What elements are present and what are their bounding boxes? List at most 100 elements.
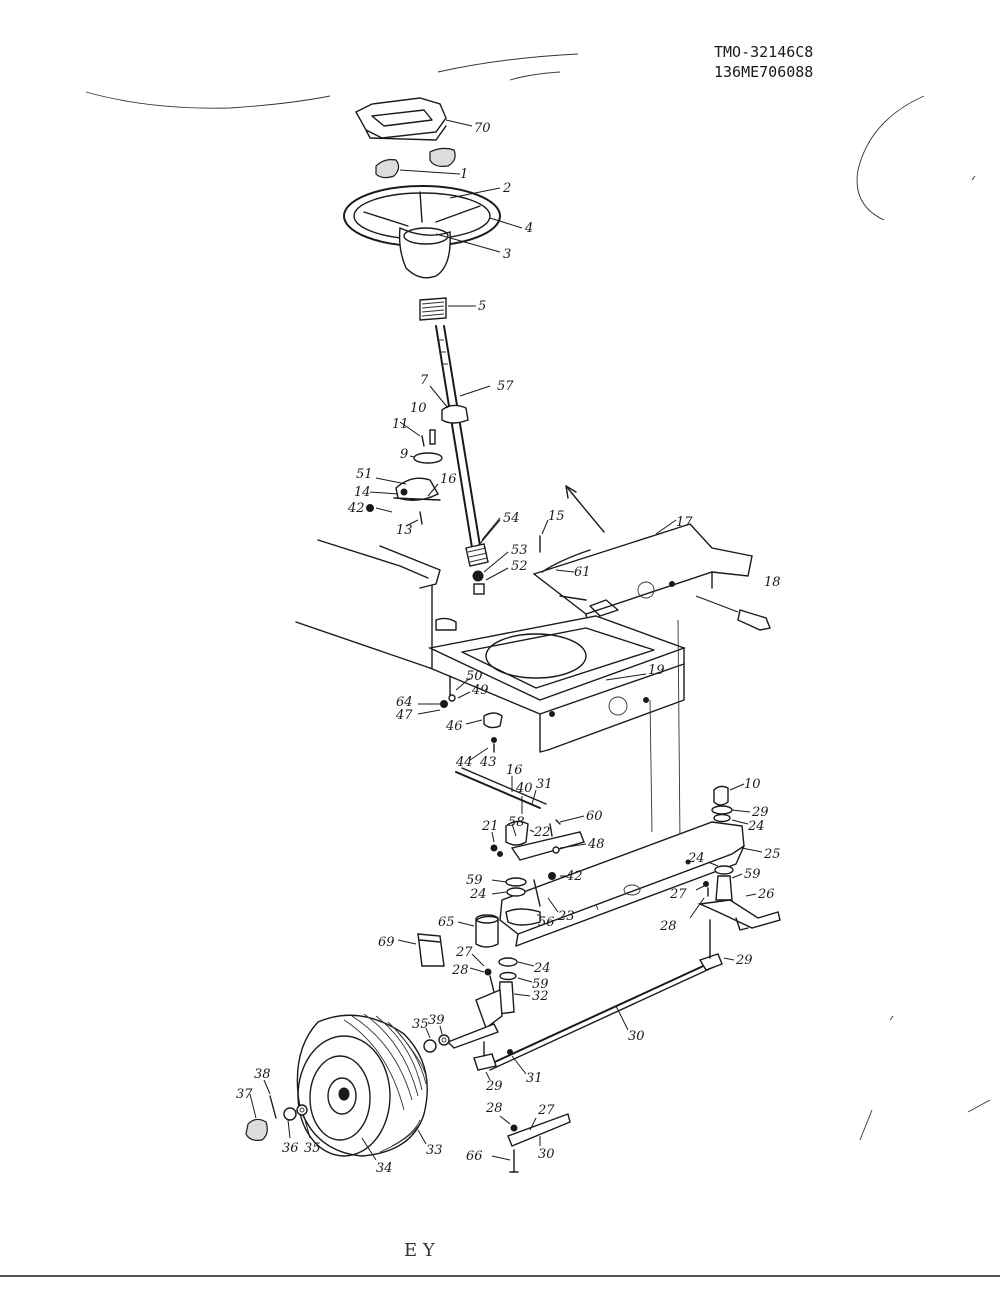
callout-58: 58 bbox=[508, 815, 525, 830]
callout-51: 51 bbox=[356, 467, 373, 482]
callout-36: 36 bbox=[282, 1141, 299, 1156]
callout-30-bottom: 30 bbox=[538, 1147, 555, 1162]
callout-16-mid: 16 bbox=[506, 763, 523, 778]
callout-44: 44 bbox=[455, 755, 473, 770]
model-number-line-1: TMO-32146C8 bbox=[714, 43, 813, 61]
callout-56: 56 bbox=[538, 915, 555, 930]
part-15-bolt bbox=[539, 519, 549, 553]
part-37-hub-cap bbox=[245, 1079, 311, 1141]
callout-54: 54 bbox=[503, 511, 520, 526]
callout-29-top-right: 29 bbox=[751, 805, 769, 820]
callout-40: 40 bbox=[515, 781, 533, 796]
callout-31-bottom: 31 bbox=[526, 1071, 543, 1086]
callout-29-left: 29 bbox=[485, 1079, 503, 1094]
callout-33: 33 bbox=[426, 1143, 443, 1158]
callout-22: 22 bbox=[533, 825, 551, 840]
callout-27-left: 27 bbox=[455, 945, 473, 960]
part-left-pivot-stack bbox=[491, 872, 566, 926]
callout-35-upper: 35 bbox=[412, 1017, 429, 1032]
footer-mark: E Y bbox=[404, 1240, 436, 1261]
callout-49: 49 bbox=[471, 683, 489, 698]
callout-24-lower: 24 bbox=[533, 961, 551, 976]
callout-24-top-right: 24 bbox=[747, 819, 765, 834]
callout-32: 32 bbox=[532, 989, 549, 1004]
callout-59-lower: 59 bbox=[532, 977, 549, 992]
callout-26: 26 bbox=[757, 887, 775, 902]
callout-64: 64 bbox=[396, 695, 413, 710]
scan-artifacts bbox=[0, 53, 1000, 1277]
part-33-front-tire bbox=[296, 1013, 428, 1161]
callout-16-top: 16 bbox=[440, 472, 457, 487]
part-65-bushing bbox=[457, 914, 499, 948]
part-66-tie-rod-end bbox=[491, 1113, 571, 1173]
callout-57: 57 bbox=[497, 379, 514, 394]
callout-42-mid: 42 bbox=[565, 869, 583, 884]
callout-29-right: 29 bbox=[735, 953, 753, 968]
part-30-tie-rod bbox=[473, 919, 735, 1081]
part-47-49-50-64-fasteners bbox=[417, 675, 471, 715]
model-number-line-2: 136ME706088 bbox=[714, 63, 813, 81]
callout-18: 18 bbox=[764, 575, 781, 590]
callout-66: 66 bbox=[466, 1149, 483, 1164]
callout-52: 52 bbox=[511, 559, 528, 574]
part-9-10-11-fasteners bbox=[399, 421, 443, 464]
callout-23: 23 bbox=[557, 909, 575, 924]
callout-19: 19 bbox=[648, 663, 665, 678]
part-5-bushing bbox=[419, 297, 476, 321]
callout-70: 70 bbox=[474, 121, 491, 136]
callout-60: 60 bbox=[586, 809, 603, 824]
callout-37: 37 bbox=[236, 1087, 253, 1102]
part-69-clip bbox=[397, 933, 445, 967]
part-26-right-spindle bbox=[689, 861, 781, 931]
callout-14: 14 bbox=[354, 485, 371, 500]
part-19-main-frame bbox=[295, 539, 687, 843]
callout-10-right: 10 bbox=[744, 777, 761, 792]
callout-48: 48 bbox=[587, 837, 605, 852]
callout-46: 46 bbox=[445, 719, 463, 734]
callout-43: 43 bbox=[479, 755, 497, 770]
callout-15: 15 bbox=[548, 509, 565, 524]
callout-28-left: 28 bbox=[451, 963, 469, 978]
callout-9: 9 bbox=[400, 447, 408, 462]
part-4-steering-wheel bbox=[343, 185, 523, 279]
part-43-44-46-bushing bbox=[465, 712, 503, 761]
arrow-indicator bbox=[565, 485, 605, 533]
callout-1: 1 bbox=[460, 167, 468, 182]
callout-10-top: 10 bbox=[410, 401, 427, 416]
callout-13: 13 bbox=[396, 523, 413, 538]
callout-4: 4 bbox=[524, 221, 533, 236]
callout-24-left: 24 bbox=[469, 887, 487, 902]
part-right-upper-spindle bbox=[711, 783, 751, 825]
callout-59-left: 59 bbox=[466, 873, 483, 888]
callout-17: 17 bbox=[676, 515, 693, 530]
part-1-inserts bbox=[375, 147, 461, 179]
steering-shaft bbox=[429, 325, 491, 561]
callout-53: 53 bbox=[511, 543, 528, 558]
callout-28-bottom: 28 bbox=[485, 1101, 503, 1116]
part-16-drag-link bbox=[455, 767, 547, 809]
callout-2: 2 bbox=[502, 181, 511, 196]
callout-7: 7 bbox=[420, 373, 429, 388]
part-18-bolt bbox=[695, 595, 771, 631]
callout-39: 39 bbox=[428, 1013, 445, 1028]
callout-59-right: 59 bbox=[744, 867, 761, 882]
callout-38: 38 bbox=[254, 1067, 271, 1082]
callout-47: 47 bbox=[395, 708, 413, 723]
part-51-pivot-bracket bbox=[366, 477, 441, 527]
callout-27-bottom: 27 bbox=[537, 1103, 555, 1118]
callout-50: 50 bbox=[466, 669, 483, 684]
part-25-front-axle bbox=[499, 821, 763, 947]
part-70-wheel-cap bbox=[355, 97, 473, 141]
callout-5: 5 bbox=[478, 299, 486, 314]
part-32-left-spindle bbox=[446, 953, 535, 1049]
callout-27-right: 27 bbox=[669, 887, 687, 902]
part-22-58-steering-arm bbox=[490, 796, 587, 861]
callout-11: 11 bbox=[392, 417, 409, 432]
callout-24-right: 24 bbox=[687, 851, 705, 866]
callout-3: 3 bbox=[503, 247, 511, 262]
part-52-53-54-lower-gear bbox=[465, 517, 509, 595]
callout-34: 34 bbox=[376, 1161, 393, 1176]
callout-69: 69 bbox=[378, 935, 395, 950]
callout-35-lower: 35 bbox=[304, 1141, 321, 1156]
callout-28-right: 28 bbox=[659, 919, 677, 934]
